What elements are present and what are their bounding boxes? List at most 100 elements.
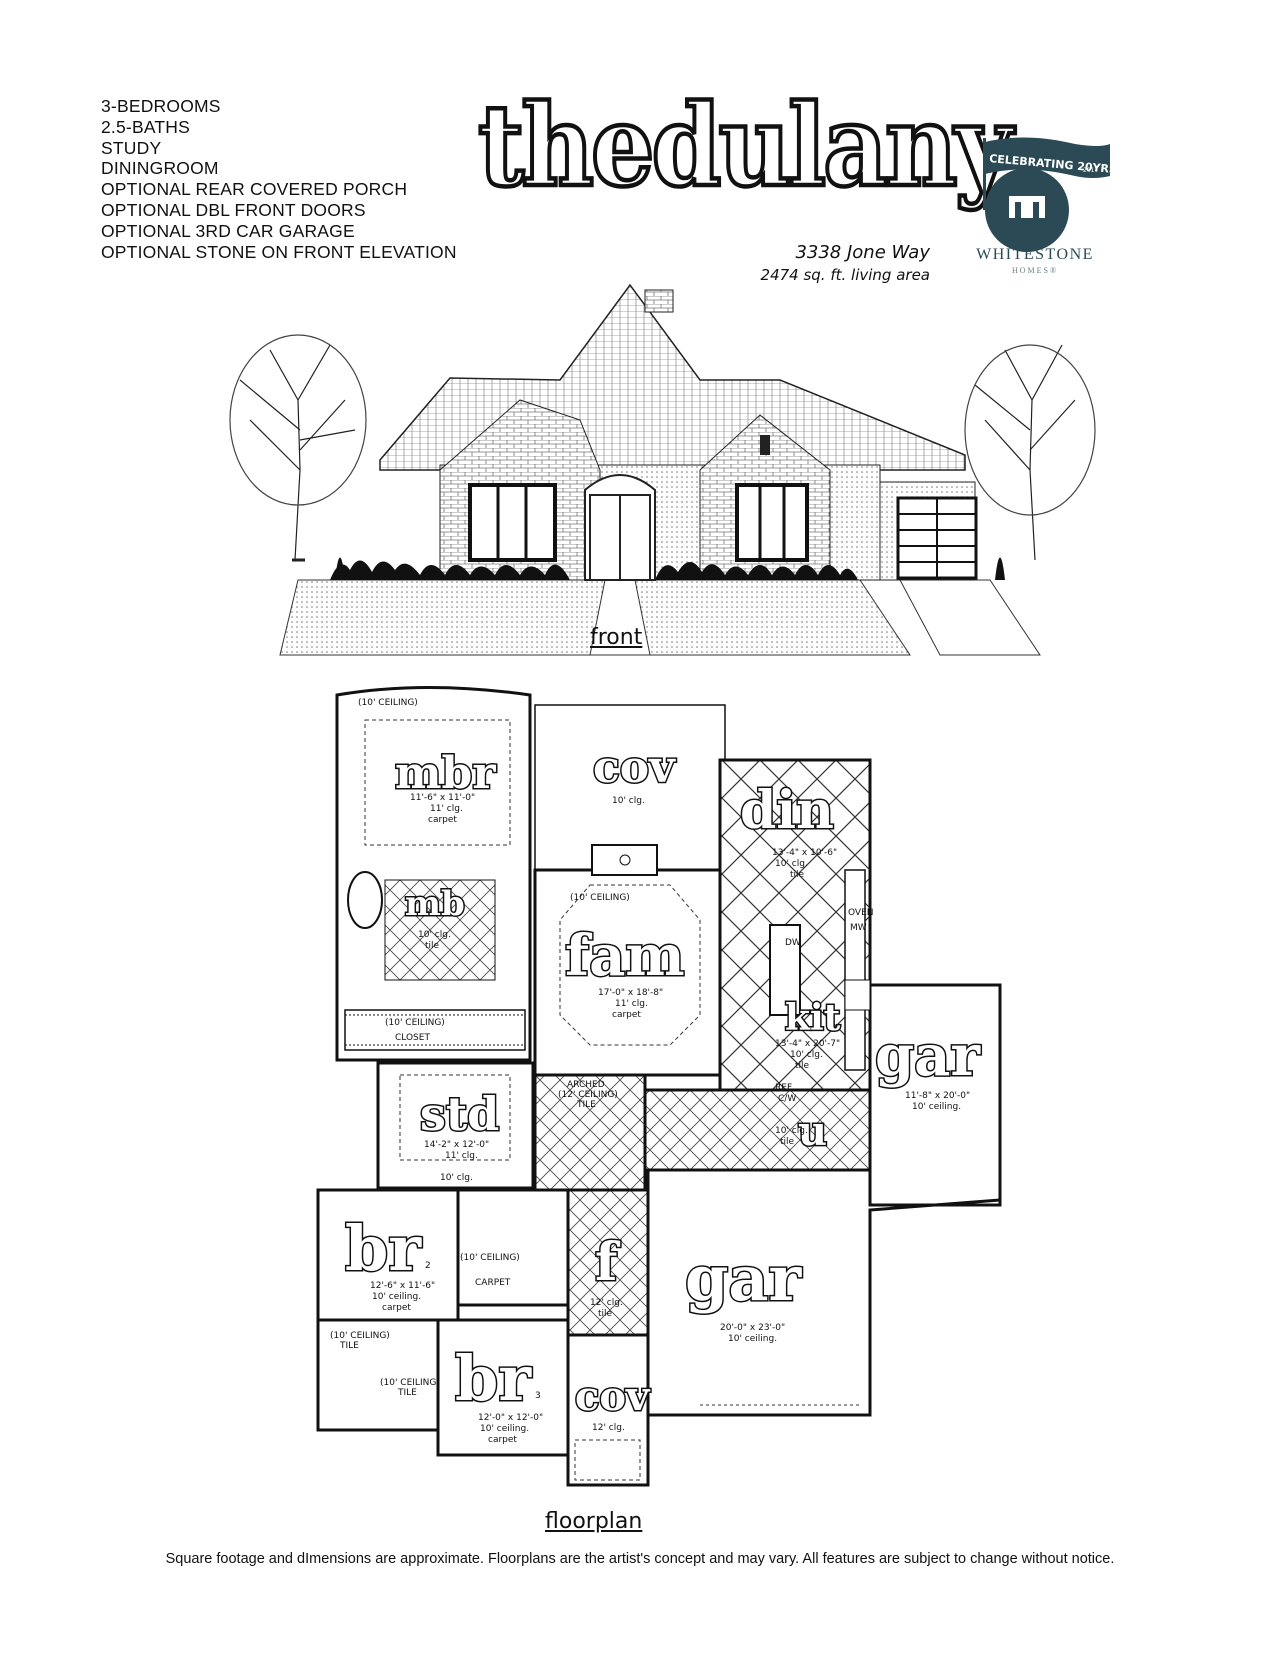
gar-small (868, 983, 1002, 1207)
hall-floor: CARPET (475, 1278, 511, 1288)
mb-floor: tile (425, 941, 440, 951)
mbr-ceiling: (10' CEILING) (358, 698, 418, 708)
din-clg: 10' clg. (775, 859, 808, 869)
mbr-dims: 11'-6" x 11'-0" (410, 793, 475, 803)
feature-item: OPTIONAL REAR COVERED PORCH (101, 179, 408, 200)
shrubs (330, 560, 570, 580)
attic-vent (760, 435, 770, 455)
bath3-ceiling: (10' CEILING) (380, 1378, 440, 1388)
gar-small-dims: 11'-8" x 20'-0" (905, 1091, 970, 1101)
std-room (376, 1061, 535, 1190)
fam-clg: 11' clg. (615, 999, 648, 1009)
cov-top-area (534, 704, 726, 871)
mbr-clg: 11' clg. (430, 804, 463, 814)
bath-br2 (316, 1318, 440, 1432)
tub (347, 871, 383, 929)
hall-carpet (456, 1188, 570, 1307)
u-floor: tile (780, 1137, 795, 1147)
dw-label: DW (785, 938, 801, 948)
kit-dims: 13'-4" x 20'-7" (775, 1039, 840, 1049)
fam-octagon (559, 884, 701, 1046)
plan-address: 3338 Jone Way (795, 242, 930, 263)
cw-label: C/W (778, 1094, 796, 1104)
mw-label: MW (850, 923, 867, 933)
window-right (735, 483, 809, 562)
f-clg: 12' clg. (590, 1298, 623, 1308)
kit-floor: tile (795, 1061, 810, 1071)
kitchen-island (769, 924, 801, 1016)
laundry (643, 1088, 872, 1172)
chimney (644, 289, 674, 313)
std-dims: 14'-2" x 12'-0" (424, 1140, 489, 1150)
oven-label: OVEN (848, 908, 874, 918)
din-floor: tile (790, 870, 805, 880)
arched-hall (533, 1073, 647, 1207)
f-floor: tile (598, 1309, 613, 1319)
gar-big-dims: 20'-0" x 23'-0" (720, 1323, 785, 1333)
mb-clg: 10' clg. (418, 930, 451, 940)
f-label: f (595, 1232, 621, 1293)
gar-small-clg: 10' ceiling. (912, 1102, 961, 1112)
bath3-floor: TILE (397, 1388, 417, 1398)
cov-bottom-label: cov (575, 1373, 651, 1420)
mbr-floor: carpet (428, 815, 457, 825)
mbr-label: mbr (395, 748, 496, 799)
feature-item: OPTIONAL 3RD CAR GARAGE (101, 220, 355, 241)
kitchen-counter (844, 869, 866, 1071)
kit-label: kit (785, 997, 841, 1039)
br3-dims: 12'-0" x 12'-0" (478, 1413, 543, 1423)
gar-big-clg: 10' ceiling. (728, 1334, 777, 1344)
logo-year: 2017 (1083, 167, 1098, 174)
logo-brand: WHITESTONE (976, 246, 1094, 263)
ref-label: REF (775, 1083, 792, 1093)
std-clg2: 10' clg. (440, 1173, 473, 1183)
logo-brand-sub: HOMES® (1011, 266, 1059, 275)
fireplace (591, 844, 658, 876)
u-label: u (798, 1108, 827, 1155)
feature-item: DININGROOM (101, 158, 219, 179)
mbath-tile (384, 879, 496, 981)
arched-line1: ARCHED (567, 1080, 605, 1090)
std-clg: 11' clg. (445, 1151, 478, 1161)
bath2-floor: TILE (339, 1341, 359, 1351)
front-caption: front (590, 625, 643, 650)
window-left (468, 483, 557, 562)
closet (344, 1009, 526, 1051)
br3-clg: 10' ceiling. (480, 1424, 529, 1434)
cov-top-clg: 10' clg. (612, 796, 645, 806)
gar-big-label: gar (685, 1242, 803, 1315)
u-clg: 10' clg. (775, 1126, 808, 1136)
br2-num: 2 (425, 1261, 431, 1271)
din-dims: 13'-4" x 10'-6" (772, 848, 837, 858)
br2-clg: 10' ceiling. (372, 1292, 421, 1302)
mb-label: mb (405, 884, 465, 924)
feature-item: 2.5-BATHS (101, 116, 191, 137)
cov-bottom-clg: 12' clg. (592, 1423, 625, 1433)
fam-room (533, 868, 722, 1077)
tree-left (229, 334, 367, 562)
br2-label: br (345, 1212, 422, 1285)
cov-top-label: cov (593, 742, 676, 793)
cov-bottom (566, 1333, 650, 1487)
arched-line2: (12' CEILING) (558, 1090, 618, 1100)
br3-num: 3 (535, 1391, 541, 1401)
features-list: 3-BEDROOMS 2.5-BATHS STUDY DININGROOM OP… (101, 96, 457, 262)
kit-clg: 10' clg. (790, 1050, 823, 1060)
disclaimer: Square footage and dImensions are approx… (165, 1551, 1115, 1567)
br3-floor: carpet (488, 1435, 517, 1445)
whitestone-logo: CELEBRATING 20YRS 2017 (983, 137, 1115, 252)
logo-banner (985, 137, 1110, 178)
living-area: 2474 sq. ft. living area (760, 266, 930, 284)
gar-small-label: gar (875, 1023, 981, 1089)
feature-item: OPTIONAL DBL FRONT DOORS (101, 199, 366, 220)
fam-floor: carpet (612, 1010, 641, 1020)
tree-right (964, 344, 1096, 561)
fam-ceiling: (10' CEILING) (570, 893, 630, 903)
std-label: std (420, 1087, 499, 1141)
closet-label: CLOSET (395, 1033, 430, 1043)
feature-item: 3-BEDROOMS (101, 96, 221, 116)
fam-dims: 17'-0" x 18'-8" (598, 988, 663, 998)
floorplan-caption: floorplan (545, 1509, 643, 1534)
